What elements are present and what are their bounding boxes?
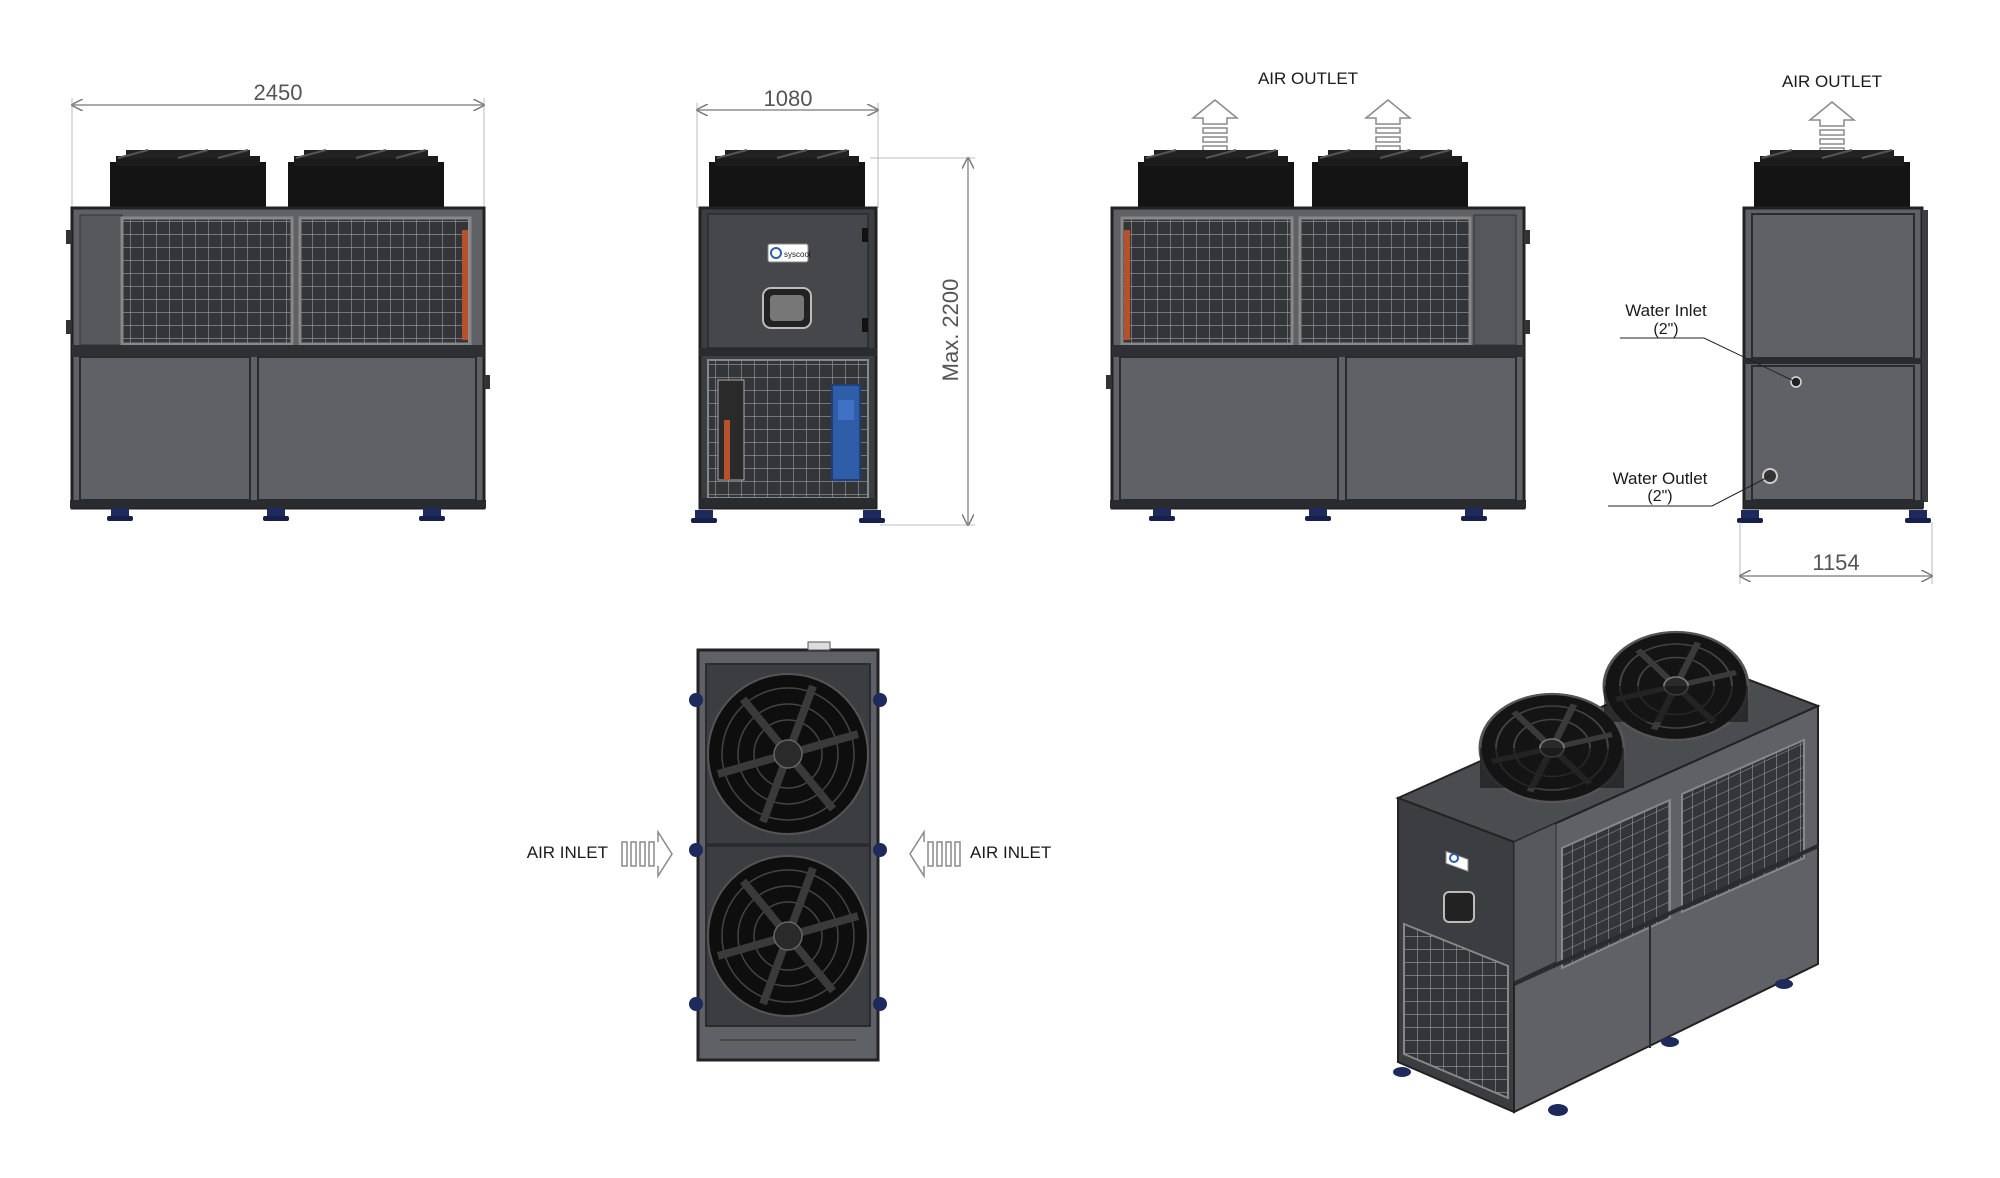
water-outlet-label: Water Outlet bbox=[1613, 469, 1708, 488]
air-inlet-label-right: AIR INLET bbox=[970, 843, 1051, 862]
pump bbox=[831, 384, 861, 481]
dimension-height: Max. 2200 bbox=[938, 279, 963, 382]
front-view: 2450 bbox=[66, 80, 490, 521]
brand-label: syscool bbox=[784, 250, 811, 259]
air-outlet-label: AIR OUTLET bbox=[1258, 69, 1358, 88]
isometric-view bbox=[1393, 630, 1821, 1116]
water-inlet-label: Water Inlet bbox=[1625, 301, 1707, 320]
side-view-controls: 1080 Max. 2200 syscool bbox=[691, 86, 975, 525]
water-inlet-size: (2") bbox=[1653, 321, 1678, 338]
air-inlet-arrow-right-icon bbox=[909, 829, 961, 879]
dimension-width-side: 1080 bbox=[764, 86, 813, 111]
water-outlet-size: (2") bbox=[1647, 488, 1672, 505]
air-outlet-label-side: AIR OUTLET bbox=[1782, 72, 1882, 91]
side-view-water: AIR OUTLET Water Inlet (2") Water Outlet… bbox=[1608, 72, 1932, 584]
top-view: AIR INLET AIR INLET bbox=[527, 641, 1051, 1062]
dimension-width-front: 2450 bbox=[254, 80, 303, 105]
brand-logo-icon bbox=[770, 247, 782, 259]
brand-logo-iso-icon bbox=[1449, 853, 1459, 863]
dimension-depth: 1154 bbox=[1812, 550, 1859, 575]
fan-top-2-icon bbox=[708, 856, 868, 1016]
air-inlet-arrow-left-icon bbox=[621, 829, 673, 879]
air-inlet-label-left: AIR INLET bbox=[527, 843, 608, 862]
fan-top-1-icon bbox=[708, 674, 868, 834]
rear-view: AIR OUTLET bbox=[1106, 69, 1530, 521]
